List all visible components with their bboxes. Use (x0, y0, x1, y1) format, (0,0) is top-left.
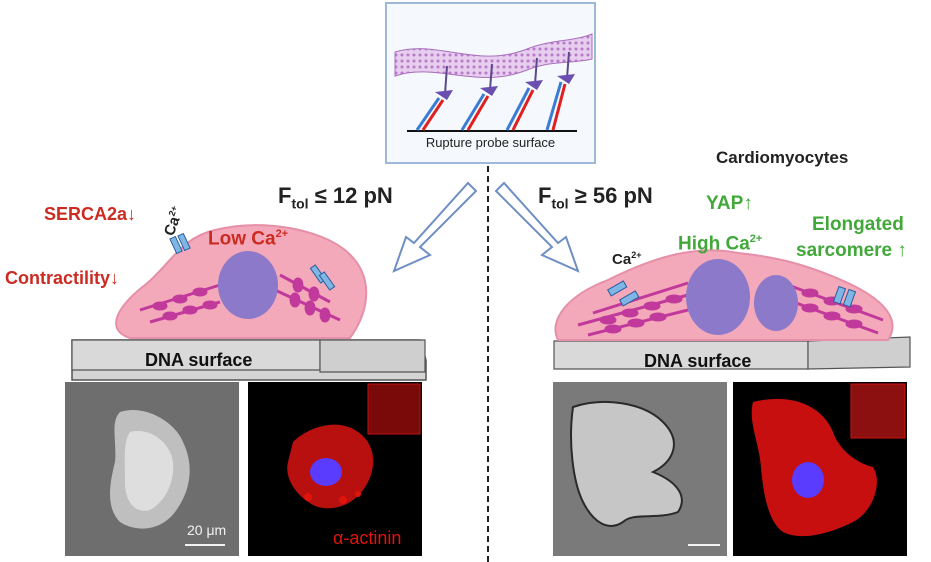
calcium-channel-left-b (309, 264, 336, 291)
arrow-right (494, 181, 580, 273)
left-force-label: Ftol ≤ 12 pN (278, 183, 393, 212)
right-scale-bar-line (688, 544, 720, 546)
right-brightfield-image (553, 382, 727, 556)
actinin-stain-label: α-actinin (333, 528, 402, 548)
low-ca-label: Low Ca2+ (208, 228, 289, 250)
right-cell-diagram (553, 249, 911, 370)
right-ca-ion-label: Ca2+ (612, 250, 642, 268)
right-dna-surface-label: DNA surface (644, 351, 752, 371)
rupture-probe-panel: Rupture probe surface (385, 2, 596, 164)
left-dna-surface-label: DNA surface (145, 350, 253, 370)
right-nucleus-large (686, 259, 750, 335)
elongated-label: Elongated (812, 214, 904, 235)
calcium-channel-right-b (832, 285, 857, 308)
yap-label: YAP↑ (706, 193, 753, 214)
split-arrows (392, 181, 580, 273)
right-sarcomere-fibers (577, 281, 884, 337)
high-ca-label: High Ca2+ (678, 233, 763, 255)
dna-probes (415, 51, 575, 131)
right-nucleus-small (754, 275, 798, 331)
right-force-label: Ftol ≥ 56 pN (538, 183, 653, 212)
sarcomere-label: sarcomere ↑ (796, 240, 907, 261)
serca-label: SERCA2a↓ (44, 204, 137, 224)
scale-bar-line (185, 544, 225, 546)
sarcomere-fibers (139, 273, 341, 324)
cell-membrane (394, 33, 593, 78)
arrow-left (392, 181, 478, 273)
contractility-label: Contractility↓ (5, 268, 120, 288)
calcium-channel-left-a (169, 232, 191, 255)
right-actinin-image (733, 382, 907, 556)
probe-surface-label: Rupture probe surface (425, 135, 556, 150)
left-cell-diagram (71, 224, 427, 381)
calcium-channel-right-a (607, 280, 640, 307)
left-brightfield-image: 20 μm (65, 382, 239, 556)
rupture-probe-illustration (394, 33, 593, 132)
left-actinin-image: α-actinin (248, 382, 422, 556)
cardiomyocytes-title: Cardiomyocytes (716, 148, 849, 167)
left-nucleus (218, 251, 278, 319)
scale-bar-label: 20 μm (187, 522, 227, 538)
center-divider (487, 166, 489, 562)
